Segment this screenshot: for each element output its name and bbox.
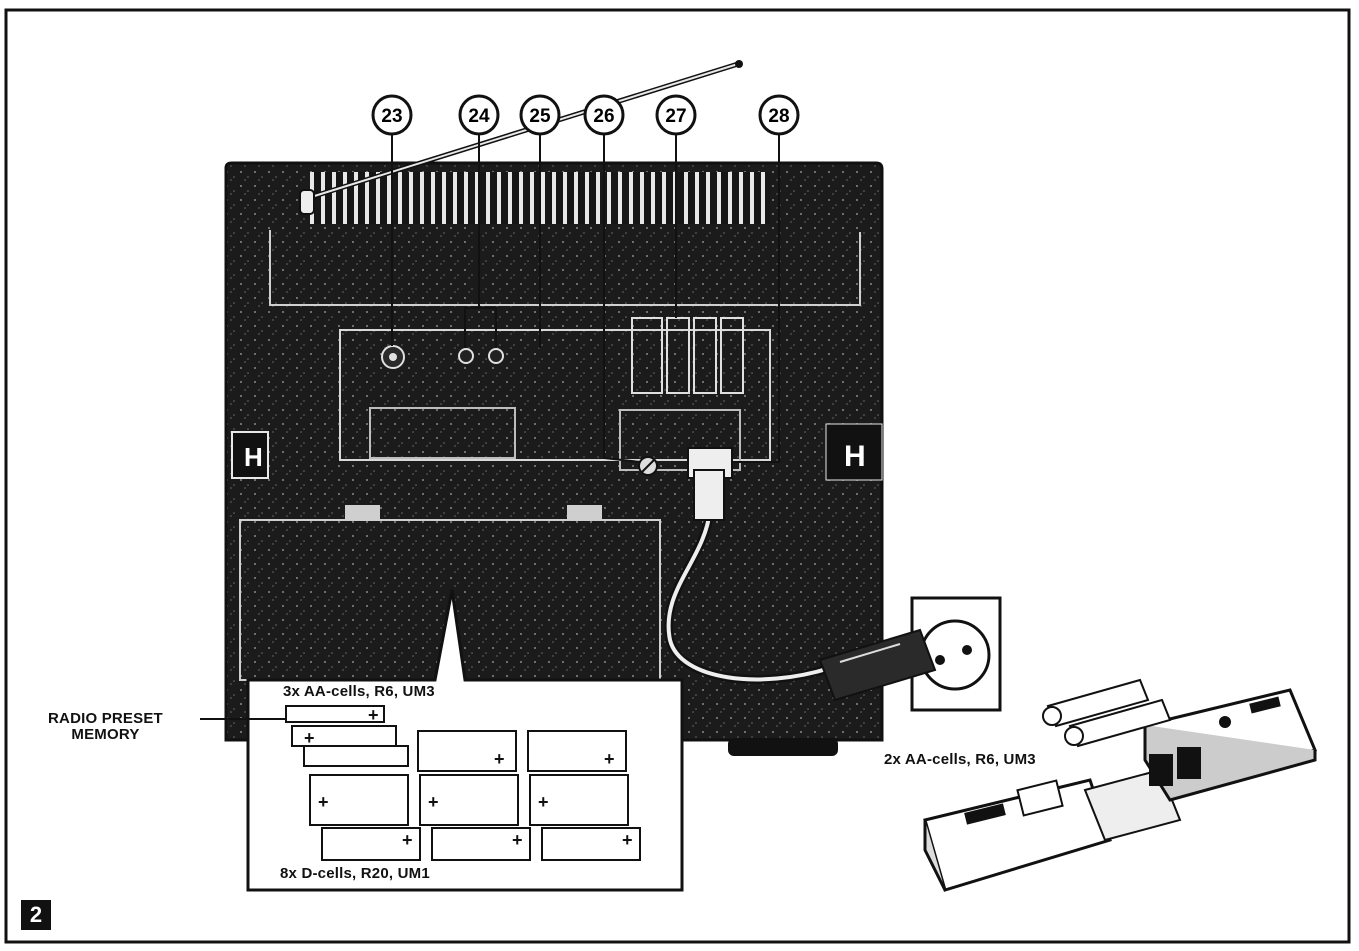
jack-24b <box>488 348 504 364</box>
svg-text:+: + <box>538 792 549 812</box>
svg-text:28: 28 <box>768 106 789 127</box>
control-panel <box>339 329 771 461</box>
svg-text:27: 27 <box>665 106 686 127</box>
handle-mark-right: H <box>844 440 866 473</box>
svg-text:26: 26 <box>593 106 614 127</box>
svg-text:+: + <box>304 728 315 748</box>
svg-text:+: + <box>428 792 439 812</box>
svg-text:23: 23 <box>381 106 402 127</box>
radio-preset-memory-label: RADIO PRESET MEMORY <box>48 710 163 743</box>
callout-27: 27 <box>655 94 697 136</box>
radio-body: H H <box>224 161 884 756</box>
handle-right <box>825 423 883 481</box>
svg-text:+: + <box>318 792 329 812</box>
stand <box>728 738 838 756</box>
telescopic-antenna <box>299 60 743 215</box>
svg-text:+: + <box>368 705 379 725</box>
d-cells-8 <box>309 730 641 861</box>
callout-26: 26 <box>583 94 625 136</box>
callout-25: 25 <box>519 94 561 136</box>
aa-cells-3 <box>285 705 409 767</box>
svg-text:+: + <box>622 830 633 850</box>
battery-plus-marks: + + + + + + + + + + <box>304 705 633 850</box>
figure-number-badge: 2 <box>21 900 51 930</box>
handle-left <box>231 431 269 479</box>
battery-inset: + + + + + + + + + + <box>200 589 684 892</box>
handle-mark-left: H <box>244 442 263 472</box>
jack-24a <box>458 348 474 364</box>
aa-cells-3-label: 3x AA-cells, R6, UM3 <box>283 683 435 700</box>
callout-24: 24 <box>458 94 500 136</box>
aa-cells-2-label: 2x AA-cells, R6, UM3 <box>884 751 1036 768</box>
svg-text:+: + <box>494 749 505 769</box>
remote-control <box>923 688 1318 892</box>
callout-leaders <box>391 133 780 463</box>
callout-markers: 23 24 25 26 27 28 <box>371 94 800 136</box>
svg-text:+: + <box>512 830 523 850</box>
callout-23: 23 <box>371 94 413 136</box>
callout-28: 28 <box>758 94 800 136</box>
svg-text:+: + <box>402 830 413 850</box>
power-cord <box>664 469 1002 712</box>
aa-cells-2 <box>1042 678 1172 748</box>
switch-block <box>631 317 744 394</box>
page-border <box>4 8 1351 944</box>
svg-text:24: 24 <box>468 106 490 127</box>
svg-text:25: 25 <box>529 106 551 127</box>
d-cells-8-label: 8x D-cells, R20, UM1 <box>280 865 430 882</box>
svg-text:+: + <box>604 749 615 769</box>
